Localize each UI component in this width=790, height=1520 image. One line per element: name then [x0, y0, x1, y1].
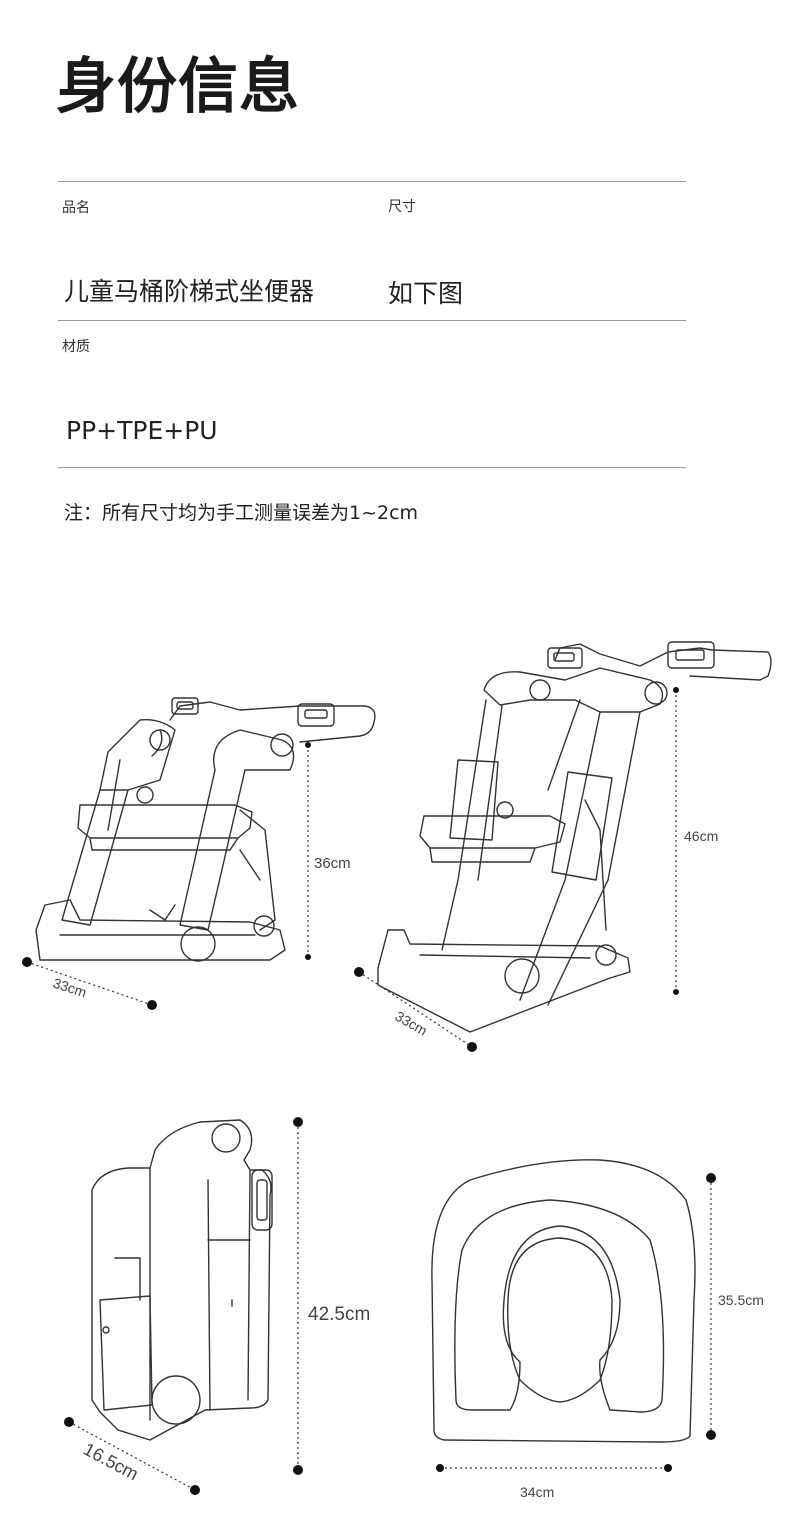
page-title: 身份信息 [56, 52, 300, 122]
seat-length-label: 35.5cm [718, 1292, 764, 1308]
material-label: 材质 [62, 339, 90, 355]
open-stool-drawing [377, 641, 772, 1033]
seat-top-drawing [431, 1159, 696, 1443]
side-width-label: 16.5cm [80, 1439, 142, 1484]
material-value: PP+TPE+PU [66, 416, 218, 445]
divider-middle [58, 320, 686, 321]
divider-bottom [58, 467, 686, 468]
side-view-drawing [91, 1119, 273, 1441]
size-value: 如下图 [388, 279, 464, 308]
size-label: 尺寸 [388, 199, 416, 215]
seat-width-label: 34cm [520, 1484, 554, 1500]
dimension-endpoints [22, 687, 716, 1495]
divider-top [58, 181, 686, 182]
side-height-label: 42.5cm [308, 1304, 370, 1325]
folded-depth-label: 33cm [51, 975, 89, 1001]
folded-height-label: 36cm [314, 855, 351, 872]
product-name-value: 儿童马桶阶梯式坐便器 [64, 277, 315, 306]
folded-stool-drawing [35, 697, 376, 962]
dimension-lines [26, 690, 712, 1491]
measurement-note: 注：所有尺寸均为手工测量误差为1~2cm [64, 502, 419, 524]
open-depth-label: 33cm [393, 1008, 431, 1039]
product-name-label: 品名 [62, 200, 90, 216]
open-height-label: 46cm [684, 828, 718, 844]
